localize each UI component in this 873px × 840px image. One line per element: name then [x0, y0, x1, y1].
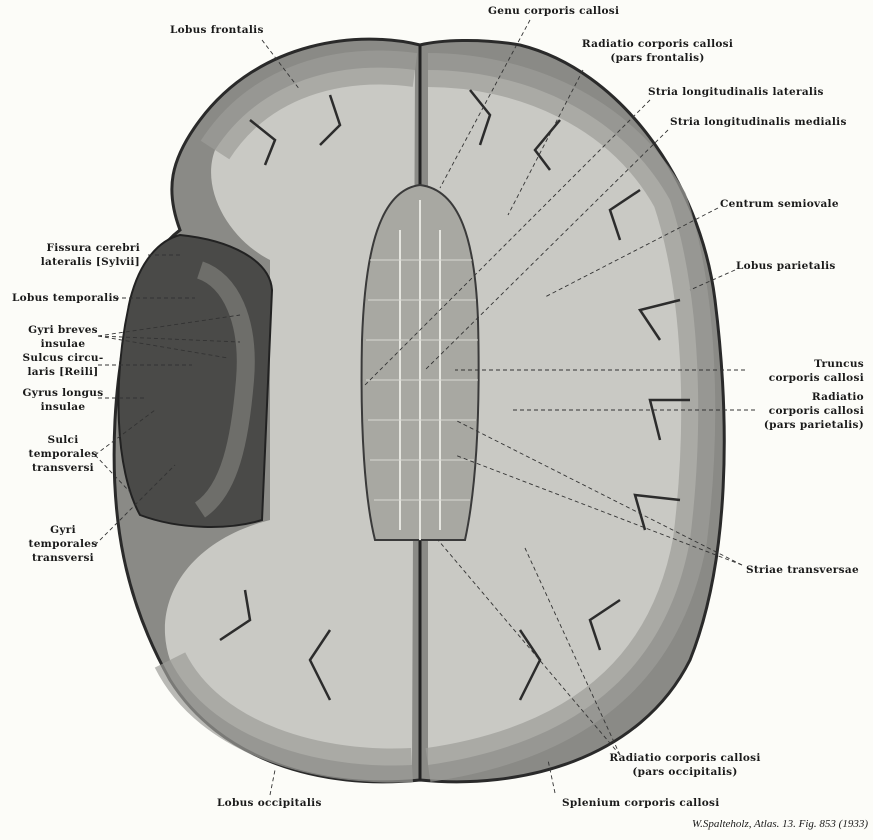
- label-gyri-temporales-transversi: Gyri temporales transversi: [8, 523, 118, 565]
- label-line: Radiatio: [811, 391, 864, 403]
- label-line: insulae: [40, 401, 86, 413]
- label-line: (pars occipitalis): [632, 766, 738, 778]
- label-lobus-occipitalis: Lobus occipitalis: [217, 797, 322, 809]
- label-gyri-breves-insulae: Gyri breves insulae: [8, 323, 118, 351]
- label-line: Radiatio corporis callosi: [581, 38, 734, 50]
- label-line: temporales: [28, 538, 98, 550]
- label-lobus-frontalis: Lobus frontalis: [170, 24, 264, 36]
- label-line: Sulcus circu-: [22, 352, 104, 364]
- label-gyrus-longus-insulae: Gyrus longus insulae: [8, 386, 118, 414]
- label-line: corporis callosi: [768, 405, 864, 417]
- white-matter-left: [164, 67, 415, 766]
- label-line: Truncus: [814, 358, 864, 370]
- label-line: Gyrus longus: [22, 387, 104, 399]
- label-fissura-lateralis: Fissura cerebri lateralis [Sylvii]: [20, 241, 140, 269]
- label-line: laris [Reili]: [27, 366, 99, 378]
- striae-lines: [366, 259, 478, 501]
- label-centrum-semiovale: Centrum semiovale: [720, 198, 839, 210]
- label-lobus-temporalis: Lobus temporalis: [12, 292, 119, 304]
- label-sulcus-circularis: Sulcus circu- laris [Reili]: [8, 351, 118, 379]
- label-radiatio-frontalis: Radiatio corporis callosi (pars frontali…: [575, 37, 740, 65]
- white-matter-right: [428, 70, 699, 765]
- label-line: lateralis [Sylvii]: [40, 256, 140, 268]
- label-line: transversi: [32, 552, 94, 564]
- label-line: corporis callosi: [768, 372, 864, 384]
- leader-lines: [94, 19, 755, 796]
- sulci: [219, 89, 690, 701]
- label-line: Gyri breves: [28, 324, 98, 336]
- label-line: insulae: [40, 338, 86, 350]
- label-lobus-parietalis: Lobus parietalis: [736, 260, 836, 272]
- label-line: Gyri: [50, 524, 76, 536]
- figure-caption: W.Spalteholz, Atlas. 13. Fig. 853 (1933): [692, 818, 868, 830]
- label-sulci-temporales-transversi: Sulci temporales transversi: [8, 433, 118, 475]
- label-line: (pars frontalis): [610, 52, 705, 64]
- label-line: transversi: [32, 462, 94, 474]
- label-striae-transversae: Striae transversae: [746, 564, 859, 576]
- label-line: Sulci: [47, 434, 79, 446]
- label-line: Fissura cerebri: [46, 242, 140, 254]
- label-stria-longitudinalis-lateralis: Stria longitudinalis lateralis: [648, 86, 824, 98]
- label-stria-longitudinalis-medialis: Stria longitudinalis medialis: [670, 116, 847, 128]
- label-truncus-corporis-callosi: Truncus corporis callosi: [740, 357, 864, 385]
- label-splenium-corporis-callosi: Splenium corporis callosi: [562, 797, 720, 809]
- label-line: Radiatio corporis callosi: [609, 752, 761, 764]
- label-line: (pars parietalis): [763, 419, 864, 431]
- label-radiatio-occipitalis: Radiatio corporis callosi (pars occipita…: [600, 751, 770, 779]
- label-genu-corporis-callosi: Genu corporis callosi: [488, 5, 620, 17]
- label-line: temporales: [28, 448, 98, 460]
- label-radiatio-parietalis: Radiatio corporis callosi (pars parietal…: [740, 390, 864, 432]
